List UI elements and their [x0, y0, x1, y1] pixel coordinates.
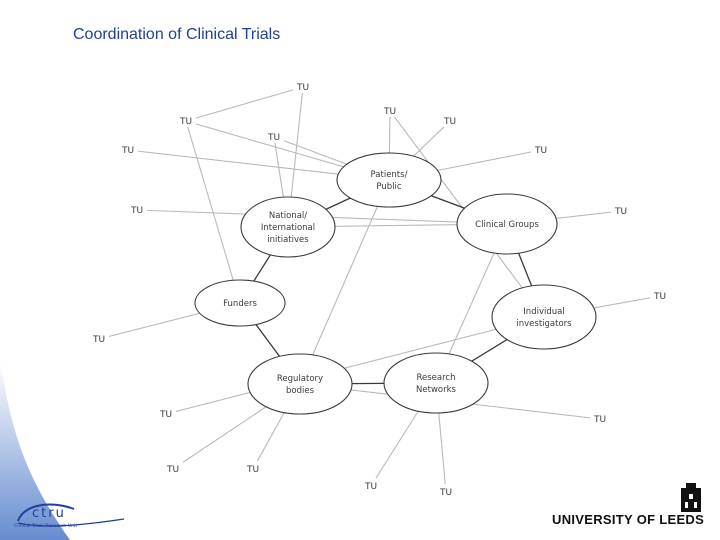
node-national-label: International	[261, 223, 315, 233]
edge-tu2-tu1	[185, 86, 304, 122]
node-research-ellipse	[383, 352, 489, 414]
node-tu16-bg	[361, 478, 381, 492]
ctru-swoosh-icon	[17, 503, 125, 527]
decorative-side-band	[0, 360, 70, 540]
node-tu2-bg	[176, 113, 196, 127]
node-tu17-bg	[436, 484, 456, 498]
node-individual-ellipse	[491, 284, 597, 350]
node-tu6-label: TU	[267, 133, 280, 143]
node-tu5-bg	[118, 142, 138, 156]
node-tu9-bg	[611, 203, 631, 217]
node-individual-label: investigators	[516, 319, 572, 329]
node-tu3-bg	[380, 103, 400, 117]
node-tu4-label: TU	[443, 117, 456, 127]
node-tu2-label: TU	[179, 117, 192, 127]
node-national-label: National/	[269, 211, 307, 221]
node-clinical-label: Clinical Groups	[475, 220, 539, 230]
node-patients-ellipse	[336, 152, 442, 208]
node-clinical-ellipse	[456, 193, 558, 255]
edge-tu2-funders	[185, 120, 241, 304]
node-tu3-label: TU	[383, 107, 396, 117]
node-tu14-label: TU	[166, 465, 179, 475]
node-research-label: Research	[417, 373, 456, 383]
node-tu1-label: TU	[296, 83, 309, 93]
node-regulatory-label: Regulatory	[277, 374, 323, 384]
node-tu10-label: TU	[653, 292, 666, 302]
ctru-tagline: Clinical Trials Research Unit	[14, 524, 78, 529]
node-tu1-bg	[293, 79, 313, 93]
slide-title: Coordination of Clinical Trials	[73, 26, 281, 43]
node-tu9-label: TU	[614, 207, 627, 217]
node-tu4-bg	[440, 113, 460, 127]
node-tu13-label: TU	[593, 415, 606, 425]
node-tu10-bg	[650, 288, 670, 302]
node-tu8-label: TU	[130, 206, 143, 216]
node-tu8-bg	[127, 202, 147, 216]
node-tu7-bg	[531, 142, 551, 156]
node-tu14-bg	[163, 461, 183, 475]
university-name: UNIVERSITY OF LEEDS	[552, 512, 705, 527]
node-national-label: initiatives	[267, 235, 309, 245]
node-tu16-label: TU	[364, 482, 377, 492]
university-logo: UNIVERSITY OF LEEDS	[550, 482, 710, 532]
node-regulatory-label: bodies	[286, 386, 315, 396]
node-tu15-bg	[243, 461, 263, 475]
node-tu5-label: TU	[121, 146, 134, 156]
node-tu13-bg	[590, 411, 610, 425]
node-regulatory-ellipse	[247, 353, 353, 415]
nodes: TU TU TU TU TU TU TU TU TU TU TU TU TU TU TU TU TU Patien…	[89, 79, 670, 498]
node-research-label: Networks	[416, 385, 456, 395]
parkinson-tower-icon	[681, 483, 701, 512]
edge-tu12-individual	[165, 316, 545, 415]
node-tu7-label: TU	[534, 146, 547, 156]
node-individual-label: Individual	[523, 307, 564, 317]
node-funders-ellipse	[194, 279, 286, 327]
node-national-ellipse	[240, 196, 336, 258]
edges	[98, 86, 661, 493]
ctru-wordmark: ctru	[32, 506, 66, 521]
node-tu11-bg	[89, 331, 109, 345]
edge-regulatory-patients	[299, 179, 390, 385]
node-tu11-label: TU	[92, 335, 105, 345]
node-tu17-label: TU	[439, 488, 452, 498]
node-patients-label: Public	[376, 182, 401, 192]
node-patients-label: Patients/	[371, 170, 408, 180]
node-tu15-label: TU	[246, 465, 259, 475]
node-tu12-bg	[156, 406, 176, 420]
node-funders-label: Funders	[223, 299, 257, 309]
node-tu6-bg	[264, 129, 284, 143]
ctru-logo: ctru Clinical Trials Research Unit	[14, 499, 134, 539]
node-tu12-label: TU	[159, 410, 172, 420]
